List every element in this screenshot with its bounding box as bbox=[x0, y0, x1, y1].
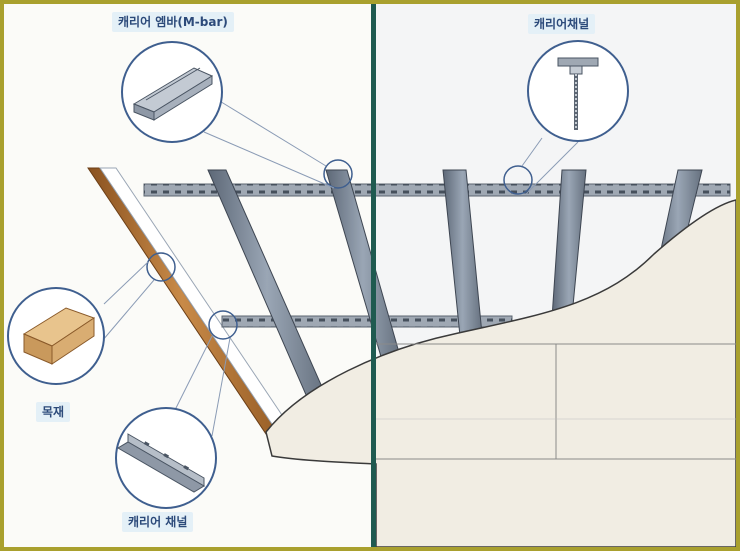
m-bar-callout bbox=[121, 41, 223, 143]
ceiling-diagram bbox=[7, 40, 736, 547]
hanger-bolt-icon bbox=[557, 57, 599, 130]
wood-callout bbox=[7, 287, 105, 385]
carrier-channel-label-top: 캐리어채널 bbox=[528, 14, 596, 34]
carrier-channel-profile-icon bbox=[117, 433, 205, 493]
carrier-channel-callout-top bbox=[527, 40, 629, 142]
wood-rafter bbox=[87, 167, 289, 435]
m-bar-label: 캐리어 엠바(M-bar) bbox=[112, 12, 234, 32]
m-bar-profile-icon bbox=[132, 67, 214, 121]
carrier-channel-label-bottom: 캐리어 채널 bbox=[122, 512, 194, 532]
callout-markers bbox=[146, 159, 533, 340]
wood-block-icon bbox=[22, 307, 96, 365]
carrier-channel-callout-bottom bbox=[115, 407, 217, 509]
wood-label: 목재 bbox=[36, 402, 71, 422]
panel-divider bbox=[371, 4, 376, 547]
gypsum-board bbox=[265, 199, 736, 547]
